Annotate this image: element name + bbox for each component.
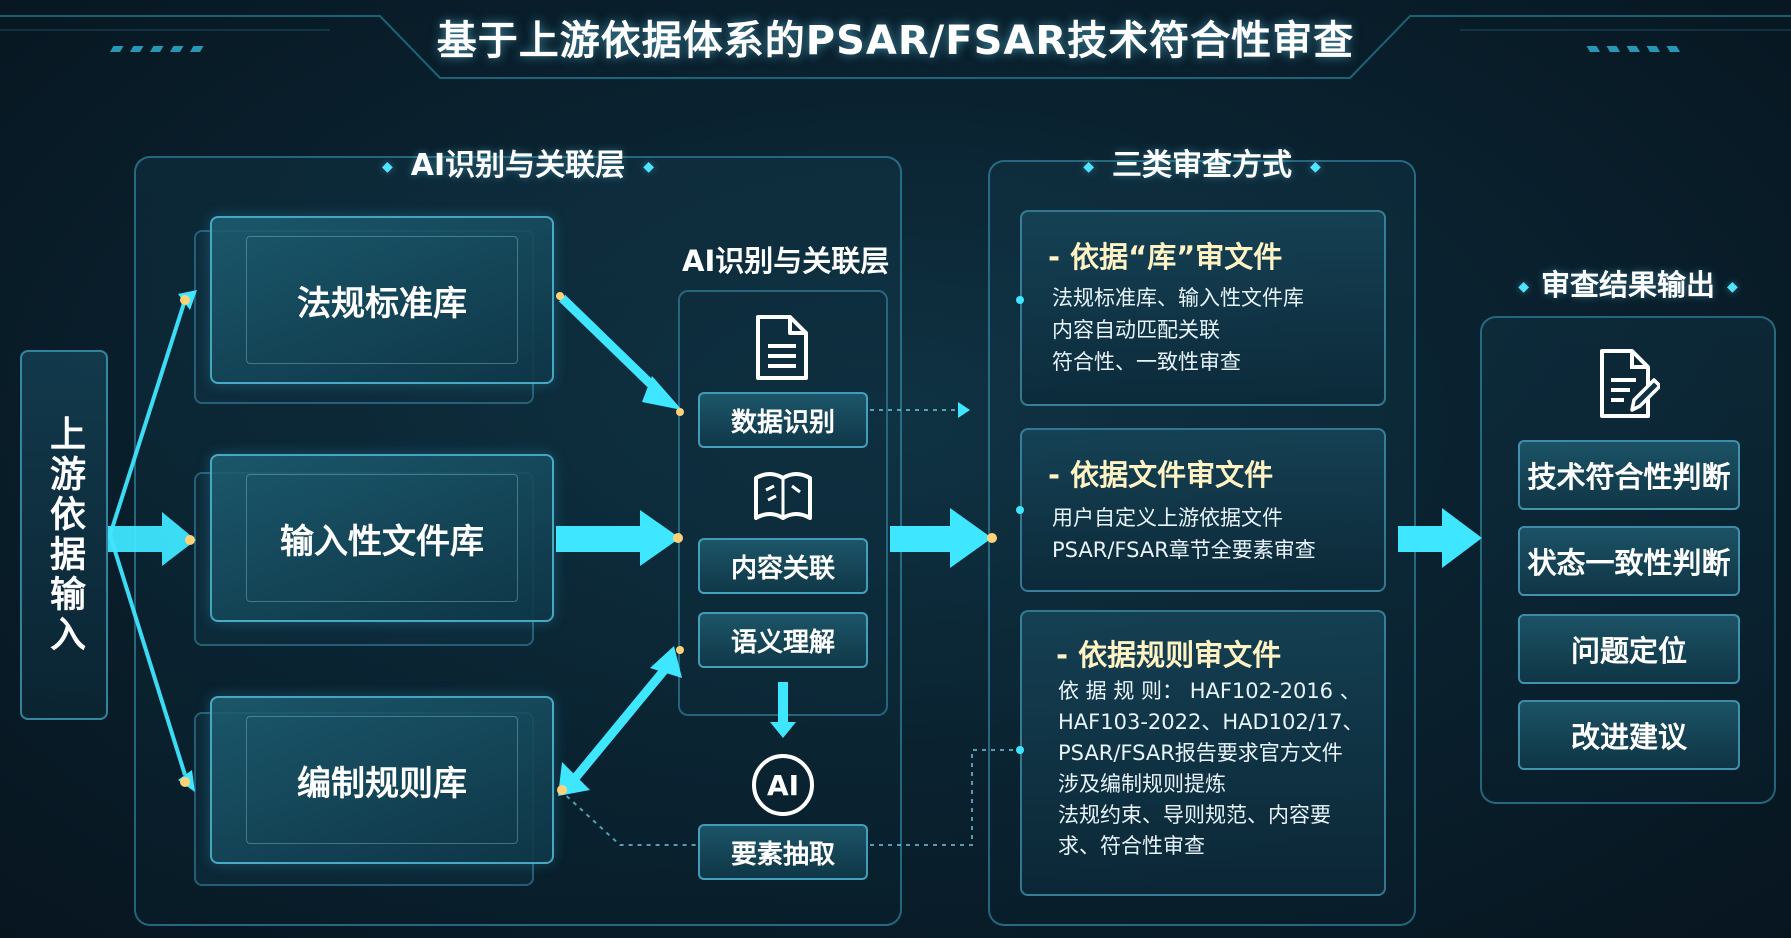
review-card-body: 用户自定义上游依据文件 PSAR/FSAR章节全要素审查: [1052, 502, 1316, 566]
review-line: 用户自定义上游依据文件: [1052, 506, 1283, 530]
review-line: 符合性、一致性审查: [1052, 350, 1241, 374]
step-element-extraction: 要素抽取: [698, 824, 868, 880]
review-card-library: - 依据“库”审文件 法规标准库、输入性文件库 内容自动匹配关联 符合性、一致性…: [1020, 210, 1386, 406]
review-card-rules: - 依据规则审文件 依 据 规 则： HAF102-2016 、 HAF103-…: [1020, 610, 1386, 896]
step-semantic-understanding: 语义理解: [698, 612, 868, 668]
diamond-icon: ◆: [1727, 279, 1738, 295]
output-improvement-suggestion: 改进建议: [1518, 700, 1740, 770]
review-line: 法规标准库、输入性文件库: [1052, 286, 1304, 310]
library-card-compilation-rules: 编制规则库: [210, 696, 554, 864]
output-title-text: 审查结果输出: [1540, 268, 1715, 302]
document-icon: [756, 315, 808, 380]
review-line: PSAR/FSAR章节全要素审查: [1052, 538, 1316, 562]
review-card-document: - 依据文件审文件 用户自定义上游依据文件 PSAR/FSAR章节全要素审查: [1020, 428, 1386, 592]
ai-layer-panel-title: ◆ AI识别与关联层 ◆: [134, 140, 902, 184]
library-label: 输入性文件库: [280, 521, 484, 562]
review-line: 内容自动匹配关联: [1052, 318, 1220, 342]
review-line: 依 据 规 则： HAF102-2016 、: [1058, 679, 1361, 703]
card-inner-frame: [246, 716, 518, 844]
review-card-body: 依 据 规 则： HAF102-2016 、 HAF103-2022、HAD10…: [1058, 676, 1364, 862]
review-line: PSAR/FSAR报告要求官方文件: [1058, 741, 1343, 765]
output-technical-compliance: 技术符合性判断: [1518, 440, 1740, 510]
output-panel-title: ◆ 审查结果输出 ◆: [1480, 262, 1776, 304]
diamond-icon: ◆: [643, 158, 654, 175]
review-line: HAF103-2022、HAD102/17、: [1058, 710, 1364, 734]
review-line: 法规约束、导则规范、内容要: [1058, 803, 1331, 827]
review-line: 求、符合性审查: [1058, 834, 1205, 858]
ai-layer-title-text: AI识别与关联层: [410, 148, 626, 183]
review-methods-panel-title: ◆ 三类审查方式 ◆: [988, 140, 1416, 184]
diamond-icon: ◆: [1310, 158, 1321, 175]
book-icon: [754, 472, 812, 520]
review-card-body: 法规标准库、输入性文件库 内容自动匹配关联 符合性、一致性审查: [1052, 282, 1304, 378]
output-status-consistency: 状态一致性判断: [1518, 526, 1740, 596]
library-label: 法规标准库: [297, 283, 467, 324]
library-card-regulations: 法规标准库: [210, 216, 554, 384]
review-line: 涉及编制规则提炼: [1058, 772, 1226, 796]
ai-layer-subtitle: AI识别与关联层: [682, 244, 890, 278]
upstream-input-box: 上游依据输入: [20, 350, 108, 720]
page-title: 基于上游依据体系的PSAR/FSAR技术符合性审查: [436, 18, 1355, 64]
output-issue-location: 问题定位: [1518, 614, 1740, 684]
card-inner-frame: [246, 236, 518, 364]
title-bar: 基于上游依据体系的PSAR/FSAR技术符合性审查: [0, 0, 1791, 82]
ai-badge-text: AI: [766, 768, 800, 802]
upstream-input-label: 上游依据输入: [44, 415, 85, 655]
library-label: 编制规则库: [297, 763, 467, 804]
step-content-association: 内容关联: [698, 538, 868, 594]
diamond-icon: ◆: [1083, 158, 1094, 175]
review-card-heading: - 依据“库”审文件: [1048, 240, 1283, 274]
review-card-heading: - 依据文件审文件: [1048, 458, 1274, 492]
diamond-icon: ◆: [382, 158, 393, 175]
card-inner-frame: [246, 474, 518, 602]
step-data-recognition: 数据识别: [698, 392, 868, 448]
review-title-text: 三类审查方式: [1112, 148, 1292, 183]
document-edit-icon: [1600, 349, 1660, 418]
review-card-heading: - 依据规则审文件: [1056, 638, 1282, 672]
library-card-input-documents: 输入性文件库: [210, 454, 554, 622]
ai-icon: AI: [752, 754, 814, 816]
diamond-icon: ◆: [1518, 279, 1529, 295]
